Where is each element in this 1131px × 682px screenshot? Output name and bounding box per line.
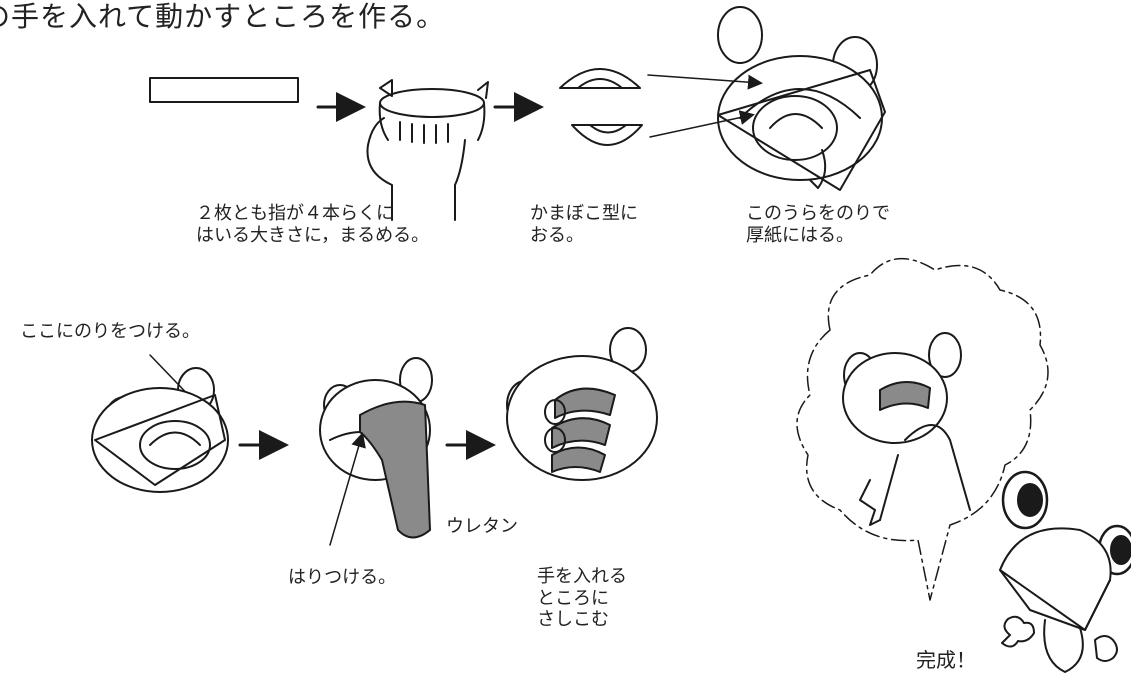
paper-strip — [149, 77, 299, 103]
urethane-pad — [359, 400, 431, 539]
face-urethane-step — [319, 357, 433, 539]
face-with-halves — [717, 6, 886, 191]
page-title: の手を入れて動かすところを作る。 — [0, 0, 446, 33]
caption-hand-slot: 手を入れる ところに さしこむ — [537, 566, 627, 631]
caption-roll: ２枚とも指が４本らくに はいる大きさに，まるめる。 — [196, 203, 430, 246]
folded-halves — [559, 68, 643, 146]
caption-urethane: ウレタン — [446, 516, 518, 537]
caption-fold: かまぼこ型に おる。 — [530, 203, 638, 246]
face-glue-step — [91, 367, 229, 493]
pointer-upper — [647, 74, 763, 90]
caption-glue-back: このうらをのりで 厚紙にはる。 — [746, 203, 890, 246]
pointer-lower — [649, 110, 755, 138]
pointer-stick — [329, 432, 366, 546]
puppet-in-use — [842, 332, 971, 526]
thought-bubble — [796, 257, 1049, 601]
caption-done: 完成！ — [916, 648, 976, 672]
caption-stick: はりつける。 — [288, 567, 397, 588]
hand-rolling-paper — [366, 79, 489, 221]
finished-frog — [999, 470, 1131, 673]
caption-glue-here: ここにのりをつける。 — [20, 321, 200, 342]
face-hand-slot — [506, 327, 658, 481]
